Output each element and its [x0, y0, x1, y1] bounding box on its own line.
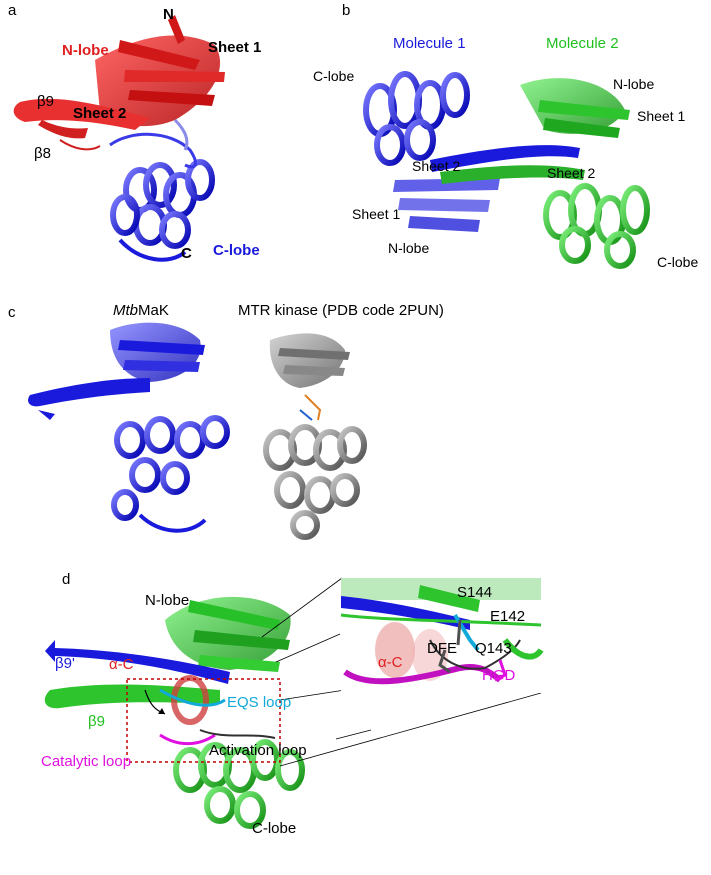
m1-sheet1-label: Sheet 1 [352, 206, 401, 222]
beta9prime-label: β9' [55, 655, 75, 672]
c-lobe-label: C-lobe [213, 242, 260, 259]
sheet2-label: Sheet 2 [73, 105, 127, 122]
panel-c-mtr-structure [263, 333, 367, 540]
hgd-label: HGD [482, 667, 516, 684]
inset-connector-line [261, 577, 343, 638]
m1-c-lobe-label: C-lobe [313, 68, 355, 84]
mtbmak-label: MtbMaK [113, 303, 169, 318]
dfe-label: DFE [427, 640, 457, 657]
eqs-loop-label: EQS loop [227, 694, 292, 711]
m2-sheet1-label: Sheet 1 [637, 108, 686, 124]
q143-label: Q143 [475, 640, 512, 657]
panel-letter-a: a [8, 2, 17, 19]
d-beta9-label: β9 [88, 713, 105, 730]
panel-letter-d: d [62, 571, 71, 588]
beta8-label: β8 [34, 145, 51, 162]
mak-text: MaK [138, 302, 169, 319]
mtb-italic-text: Mtb [113, 302, 139, 319]
inset-alpha-c-label: α-C [378, 654, 403, 671]
c-terminus-label: C [181, 245, 192, 262]
m2-sheet2-label: Sheet 2 [547, 165, 596, 181]
panel-letter-b: b [342, 2, 351, 19]
panel-c-mtbmak-structure [28, 322, 230, 533]
m2-n-lobe-label: N-lobe [613, 76, 655, 92]
e142-label: E142 [490, 608, 526, 625]
panel-b-structure [363, 71, 650, 269]
beta9-label: β9 [37, 93, 54, 110]
zoom-region-box [126, 678, 281, 763]
mtr-kinase-label: MTR kinase (PDB code 2PUN) [238, 302, 444, 319]
panel-d-inset [340, 578, 544, 693]
panel-letter-c: c [8, 304, 16, 321]
m2-c-lobe-label: C-lobe [657, 254, 699, 270]
molecule1-label: Molecule 1 [393, 35, 466, 52]
panel-a-structure [13, 15, 225, 262]
inset-connector-line [335, 729, 372, 740]
inset-connector-line [279, 689, 346, 701]
inset-connector-line [275, 633, 341, 663]
d-n-lobe-label: N-lobe [145, 592, 190, 609]
panel-d-structure [44, 596, 305, 829]
n-lobe-label: N-lobe [62, 42, 109, 59]
m1-n-lobe-label: N-lobe [388, 240, 430, 256]
m1-sheet2-label: Sheet 2 [412, 158, 461, 174]
d-alpha-c-label: α-C [109, 656, 134, 673]
sheet1-label: Sheet 1 [208, 39, 262, 56]
n-terminus-label: N [163, 6, 174, 23]
activation-loop-label: Activation loop [209, 742, 307, 759]
d-c-lobe-label: C-lobe [252, 820, 297, 837]
catalytic-loop-label: Catalytic loop [41, 753, 132, 770]
molecule2-label: Molecule 2 [546, 35, 619, 52]
inset-connector-line [279, 692, 542, 767]
s144-label: S144 [457, 584, 493, 601]
